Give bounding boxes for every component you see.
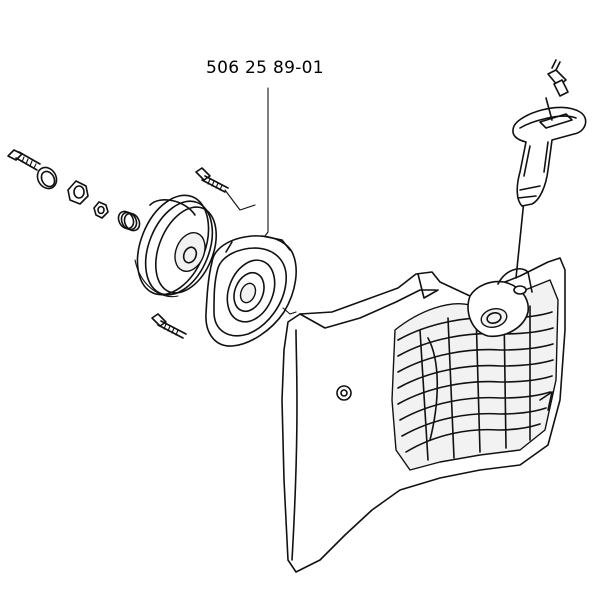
screw-top — [195, 167, 256, 211]
spring — [117, 210, 141, 232]
screw-bottom — [151, 313, 187, 339]
bushing — [67, 180, 89, 205]
callout-leader-line — [261, 87, 269, 241]
handle-boss — [467, 268, 533, 337]
pulley — [134, 194, 217, 298]
o-ring — [36, 166, 58, 190]
spring-cassette — [205, 235, 297, 347]
starter-handle — [512, 59, 587, 207]
small-nut — [93, 201, 109, 219]
bolt-long — [7, 149, 41, 171]
part-number-callout: 506 25 89-01 — [206, 58, 324, 78]
